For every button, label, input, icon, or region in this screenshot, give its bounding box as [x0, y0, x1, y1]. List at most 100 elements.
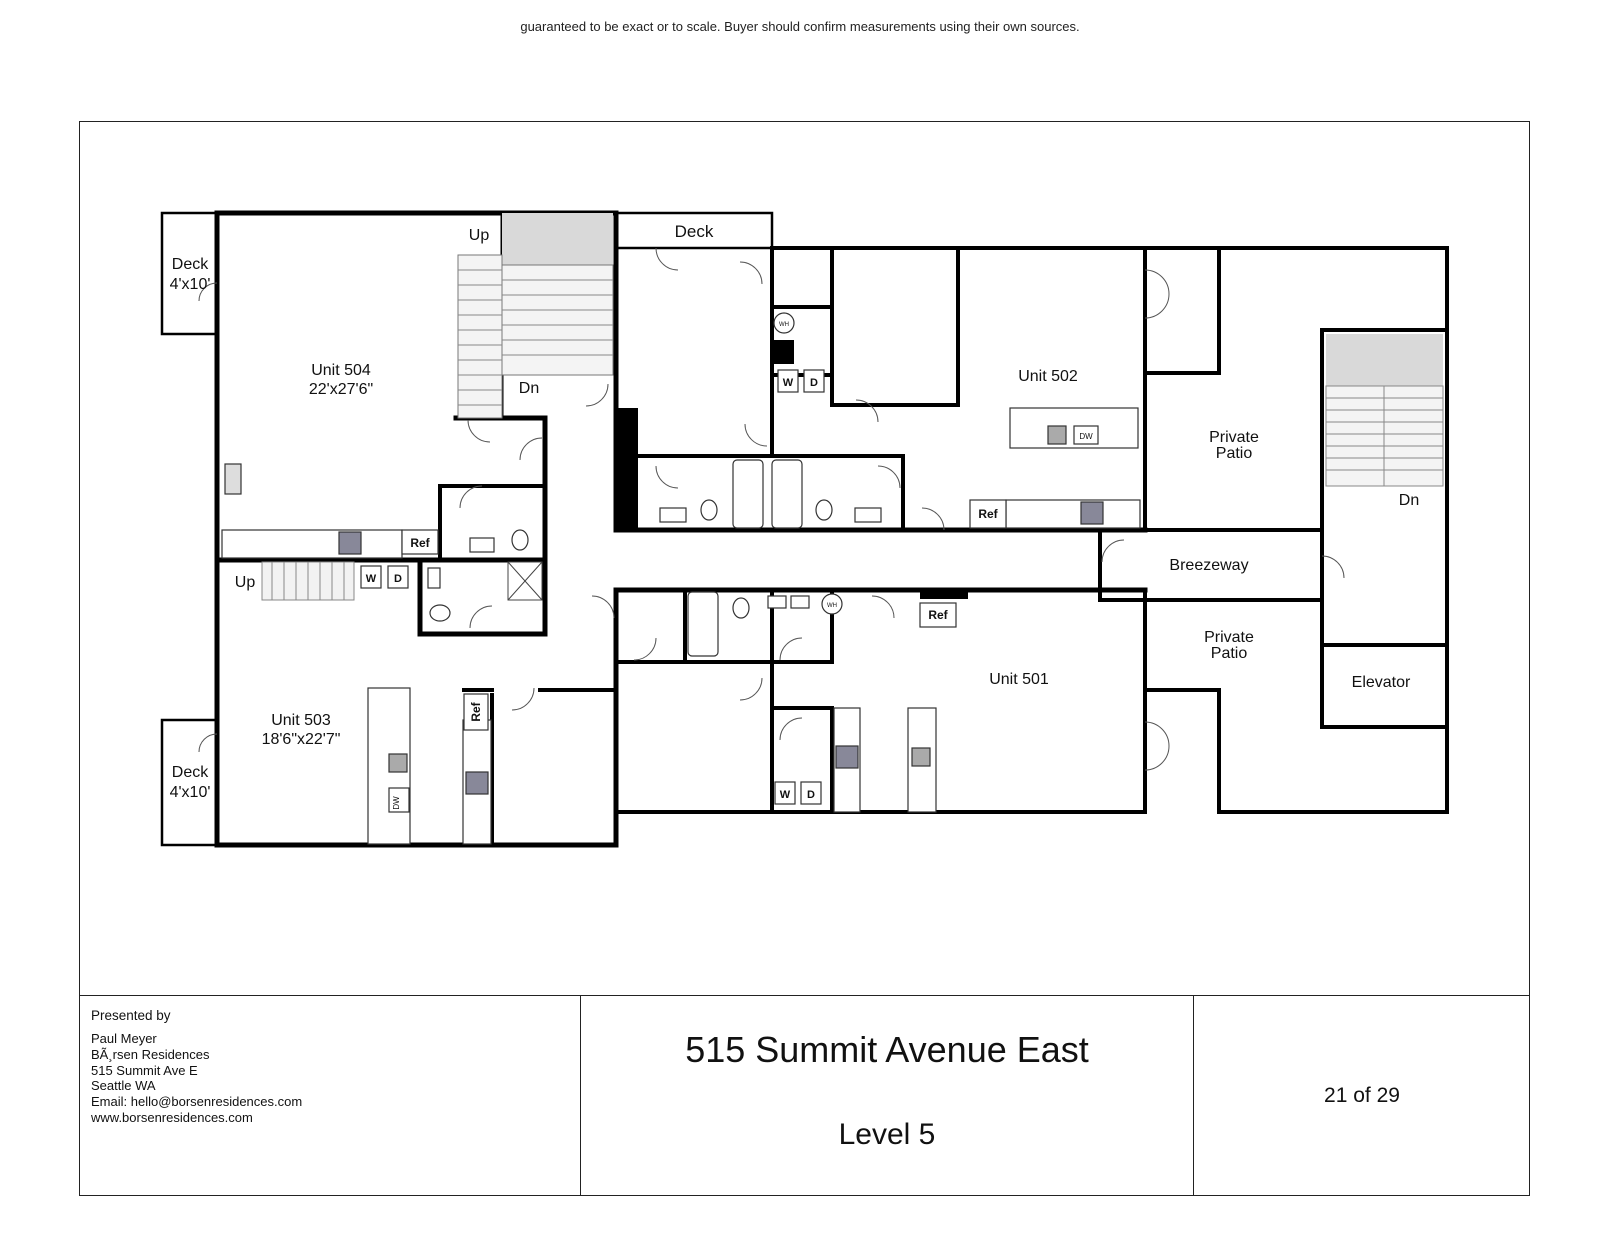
tub-2 [771, 459, 803, 529]
deck-503-outline [160, 718, 219, 847]
company-name: BÃ¸rsen Residences [91, 1046, 210, 1062]
sink-503 [388, 753, 408, 773]
toilet-3 [511, 529, 529, 551]
deck-504-size: 4'x10' [170, 276, 211, 293]
toilet-5 [429, 604, 451, 622]
level-label: Level 5 [838, 1118, 936, 1151]
sink-502 [1047, 425, 1067, 445]
stair-east [1325, 334, 1444, 487]
dryer-501-label: D [807, 789, 815, 801]
patio-lower-walls [1143, 588, 1449, 814]
patio-lower-label-1: Private [1204, 629, 1254, 646]
unit-501-walls [614, 588, 1147, 814]
water-heater-2 [821, 593, 843, 615]
water-heater-block [772, 340, 794, 364]
presenter-panel: Presented by Paul Meyer BÃ¸rsen Residenc… [79, 996, 581, 1196]
sink-504 [224, 463, 242, 495]
dw-502-box [1073, 425, 1099, 445]
unit-502-label: Unit 502 [1018, 368, 1078, 385]
title-block: Presented by Paul Meyer BÃ¸rsen Residenc… [79, 995, 1530, 1196]
vanity-4 [767, 595, 787, 609]
patio-upper-label-1: Private [1209, 429, 1259, 446]
ref-504-label: Ref [410, 536, 430, 550]
stove-502 [1080, 501, 1104, 525]
washer-502-label: W [783, 377, 794, 389]
counter-504 [221, 529, 403, 559]
vanity-3 [469, 537, 495, 553]
vanity-5 [790, 595, 810, 609]
deck-top-label: Deck [675, 222, 714, 241]
wd-504-w [360, 565, 382, 589]
tub-3 [687, 591, 719, 657]
unit-502-walls [770, 246, 1147, 532]
wd-502-w [777, 369, 799, 393]
dw-503-label: DW [392, 796, 401, 810]
dryer-502-label: D [810, 377, 818, 389]
ref-503-label: Ref [469, 701, 483, 721]
ref-502-box [969, 499, 1007, 529]
dw-502-label: DW [1079, 432, 1093, 441]
water-heater-1-label: WH [779, 322, 789, 328]
water-heater-2-label: WH [827, 603, 837, 609]
unit-504-label: Unit 504 [311, 362, 371, 379]
wd-501-w [774, 781, 796, 805]
patio-upper-label-2: Patio [1216, 445, 1253, 462]
counter-502 [1005, 499, 1141, 529]
deck-504-label: Deck [172, 256, 209, 273]
deck-504-outline [160, 211, 219, 336]
unit-503-walls [214, 557, 619, 848]
wd-501-d [800, 781, 822, 805]
company-website: www.borsenresidences.com [91, 1109, 253, 1125]
wall-block-2 [920, 590, 968, 599]
door-arc [198, 282, 218, 302]
unit-504-size: 22'x27'6" [309, 381, 373, 398]
company-email: Email: hello@borsenresidences.com [91, 1094, 303, 1110]
dw-503-box [388, 787, 410, 813]
water-heater-1 [773, 312, 795, 334]
address-panel: 515 Summit Avenue East Level 5 [581, 996, 1194, 1196]
tub-1 [732, 459, 764, 529]
stove-503 [465, 771, 489, 795]
up-label-503: Up [235, 574, 256, 591]
unit-503-label: Unit 503 [271, 712, 331, 729]
breezeway-walls [1098, 328, 1449, 729]
stove-504 [338, 531, 362, 555]
dryer-504-label: D [394, 573, 402, 585]
presented-by-label: Presented by [91, 1008, 171, 1023]
agent-details: Paul Meyer BÃ¸rsen Residences 515 Summit… [91, 1031, 302, 1126]
page-panel: 21 of 29 [1194, 996, 1530, 1196]
washer-504-label: W [366, 573, 377, 585]
ref-501-label: Ref [928, 608, 948, 622]
ref-501-box [919, 602, 957, 628]
page-number: 21 of 29 [1324, 1084, 1400, 1107]
stove-501 [835, 745, 859, 769]
unit-501-label: Unit 501 [989, 671, 1049, 688]
elevator-label: Elevator [1352, 674, 1411, 691]
dn-label-504: Dn [519, 380, 539, 397]
agent-name: Paul Meyer [91, 1031, 157, 1046]
toilet-2 [815, 499, 833, 521]
washer-501-label: W [780, 789, 791, 801]
sink-501 [911, 747, 931, 767]
vanity-2 [854, 507, 882, 523]
deck-503-label: Deck [172, 764, 209, 781]
toilet-4 [732, 597, 750, 619]
floorplan-frame [79, 121, 1530, 1196]
toilet-1 [700, 499, 718, 521]
wd-504-d [387, 565, 409, 589]
property-address: 515 Summit Avenue East [685, 1029, 1089, 1070]
up-label-504: Up [469, 227, 490, 244]
company-city: Seattle WA [91, 1078, 156, 1094]
ref-503-box [463, 693, 489, 731]
ref-504-box [401, 529, 439, 555]
unit-503-size: 18'6"x22'7" [262, 731, 341, 748]
wall-block [614, 408, 638, 530]
vanity-6 [427, 567, 441, 589]
disclaimer-text: guaranteed to be exact or to scale. Buye… [520, 19, 1080, 34]
stair-504 [457, 213, 614, 419]
wd-502-d [803, 369, 825, 393]
company-street: 515 Summit Ave E [91, 1062, 198, 1078]
ref-502-label: Ref [978, 507, 998, 521]
stair-503 [261, 561, 355, 601]
